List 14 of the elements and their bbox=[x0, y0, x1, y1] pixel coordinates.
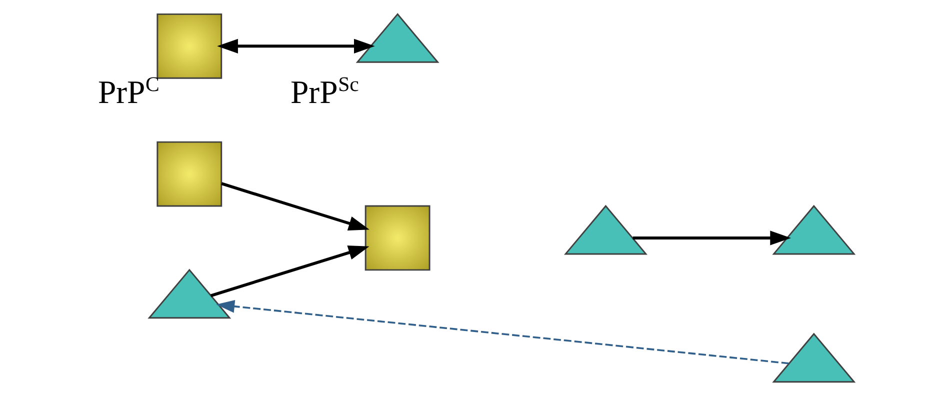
node-triangle bbox=[772, 332, 856, 383]
arrow bbox=[217, 38, 375, 54]
arrow bbox=[632, 230, 792, 246]
node-triangle bbox=[564, 204, 648, 255]
node-box bbox=[156, 141, 222, 207]
node-label: PrP$^{Sc}$ bbox=[290, 72, 359, 111]
arrow bbox=[221, 182, 370, 230]
node-label: PrP$^{C}$ bbox=[98, 72, 160, 111]
arrow bbox=[216, 300, 789, 364]
node-box bbox=[156, 13, 222, 79]
node-box bbox=[364, 205, 430, 271]
arrow bbox=[210, 246, 370, 298]
node-triangle bbox=[148, 268, 232, 319]
node-triangle bbox=[772, 204, 856, 255]
